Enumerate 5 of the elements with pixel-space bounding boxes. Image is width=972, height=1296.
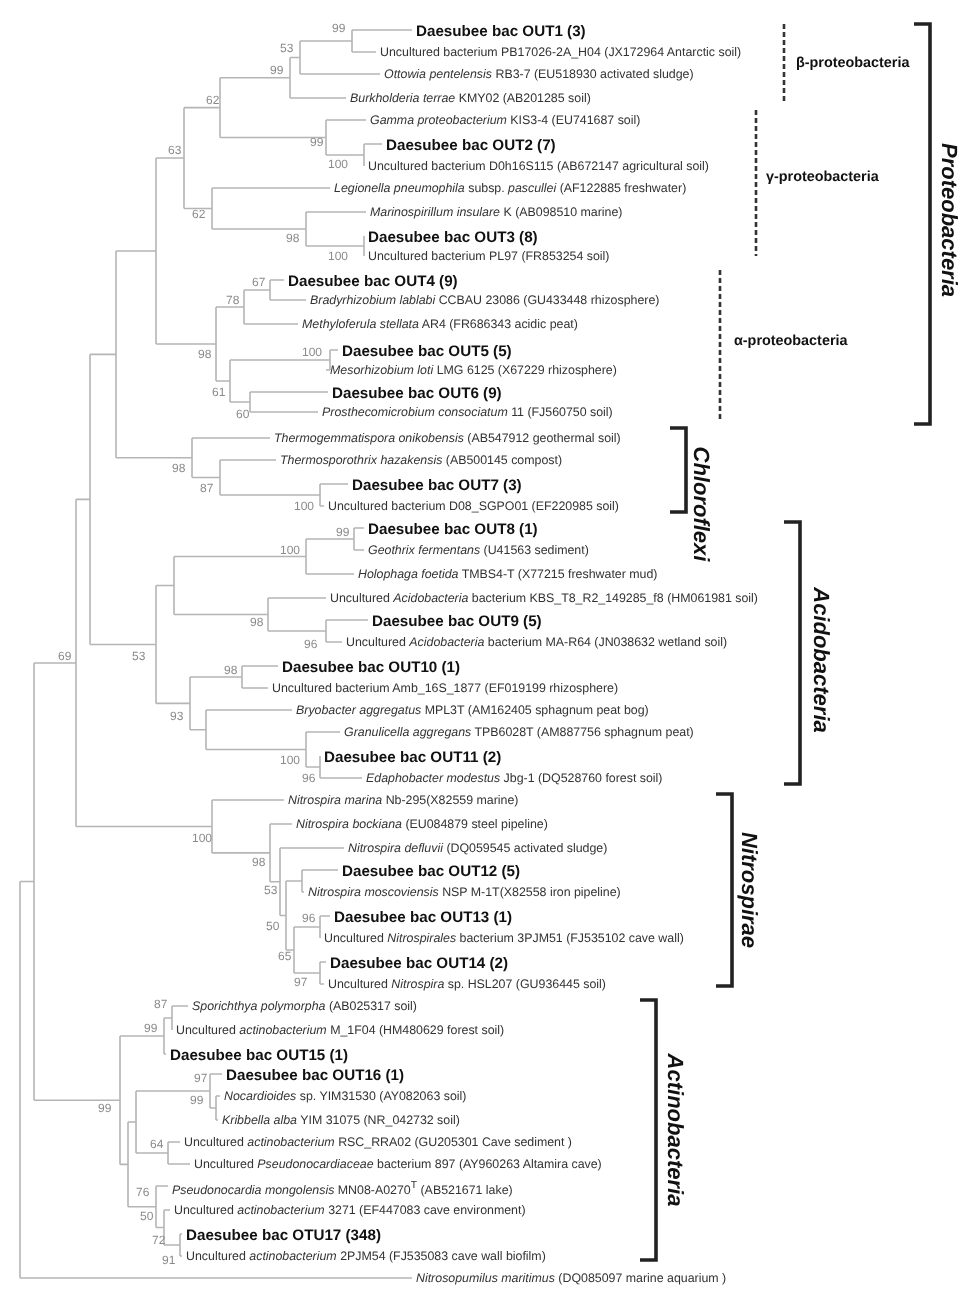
clade-label: Nitrospirae: [736, 831, 760, 949]
clade-label: Acidobacteria: [808, 587, 832, 733]
clade-label: Proteobacteria: [936, 142, 960, 298]
clade-label: Actinobacteria: [662, 1053, 686, 1207]
clade-label: Chloroflexi: [688, 446, 712, 562]
